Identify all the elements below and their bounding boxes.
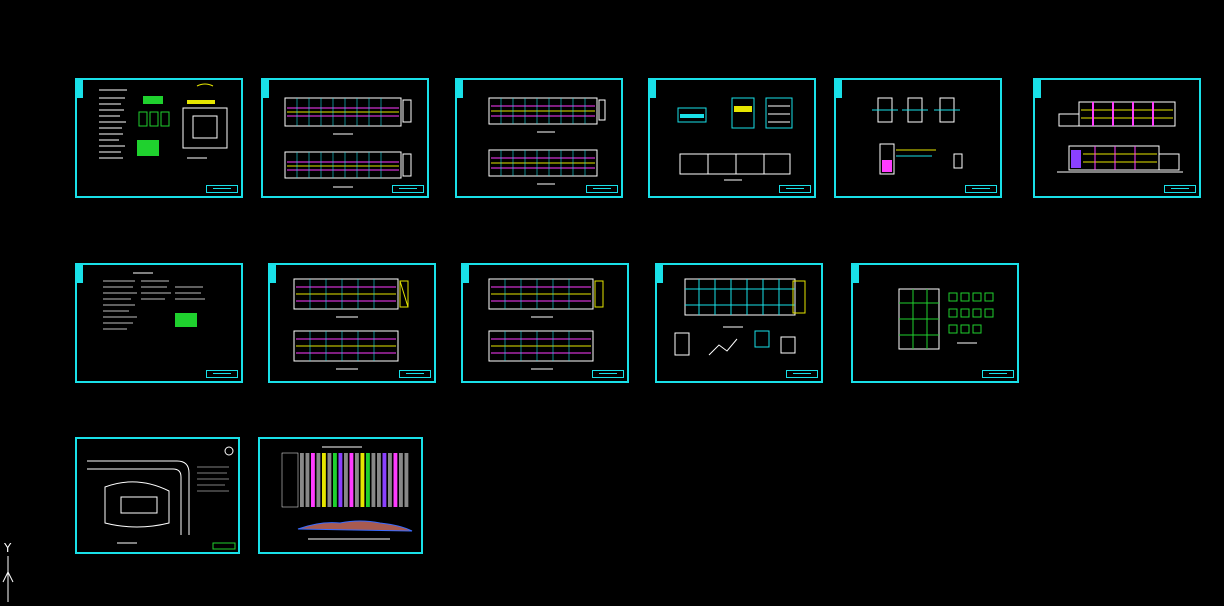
elevations-drawing [1057,101,1183,173]
color-stripe [393,453,398,507]
terrain-profile [297,520,413,532]
color-stripe [311,453,315,507]
drawing-sheet-1[interactable] [75,78,243,198]
foundation-plan-drawing [674,278,806,356]
sheet-tab [77,80,83,98]
sheet-tab [836,80,842,98]
color-stripe [382,453,387,507]
floor-plans-drawing [488,278,604,370]
color-stripe [327,453,332,507]
title-block [399,370,431,378]
drawing-sheet-13[interactable] [258,437,423,554]
drawing-sheet-7[interactable] [75,263,243,383]
color-stripe [349,453,354,507]
title-block [982,370,1014,378]
color-stripe [305,453,310,507]
sheet-tab [457,80,463,98]
color-stripe [300,453,304,507]
color-stripe [344,453,348,507]
drawing-sheet-11[interactable] [851,263,1019,383]
drawing-sheet-3[interactable] [455,78,623,198]
sheet-tab [1035,80,1041,98]
notes-and-details-drawing [99,83,228,159]
sheet-tab [270,265,276,283]
color-stripe [322,453,326,507]
floor-plans-drawing [488,97,606,185]
sheet-tab [853,265,859,283]
color-stripe [360,453,365,507]
drawing-sheet-9[interactable] [461,263,629,383]
title-block [965,185,997,193]
color-stripe [377,453,381,507]
title-block [206,185,238,193]
title-block [586,185,618,193]
sheet-tab [263,80,269,98]
site-plan-drawing [87,446,236,550]
color-chart-drawing [281,446,413,540]
drawing-sheet-6[interactable] [1033,78,1201,198]
floor-plans-drawing [284,97,412,188]
drawing-sheet-4[interactable] [648,78,816,198]
sections-and-details-drawing [677,97,793,181]
color-stripe [404,453,409,507]
row-label-column [281,452,299,508]
ucs-axis-icon: Y [0,538,20,602]
title-block [786,370,818,378]
wall-details-drawing [872,97,963,175]
color-stripe [371,453,376,507]
drawing-sheet-2[interactable] [261,78,429,198]
column-schedule-drawing [898,288,994,350]
title-block [592,370,624,378]
color-stripe [333,453,337,507]
color-stripe [355,453,359,507]
title-block [1164,185,1196,193]
sheet-tab [463,265,469,283]
color-stripe [388,453,392,507]
sheet-tab [657,265,663,283]
structural-notes-drawing [103,272,205,330]
drawing-sheet-10[interactable] [655,263,823,383]
drawing-sheet-12[interactable] [75,437,240,554]
title-block [779,185,811,193]
sheet-tab [77,265,83,283]
color-stripe [316,453,321,507]
color-stripe [338,453,343,507]
color-stripe [366,453,370,507]
title-block [392,185,424,193]
sheet-tab [650,80,656,98]
drawing-sheet-5[interactable] [834,78,1002,198]
title-block [206,370,238,378]
ucs-y-label: Y [3,541,12,555]
floor-plans-drawing [293,278,409,370]
drawing-sheet-8[interactable] [268,263,436,383]
color-stripe [399,453,403,507]
